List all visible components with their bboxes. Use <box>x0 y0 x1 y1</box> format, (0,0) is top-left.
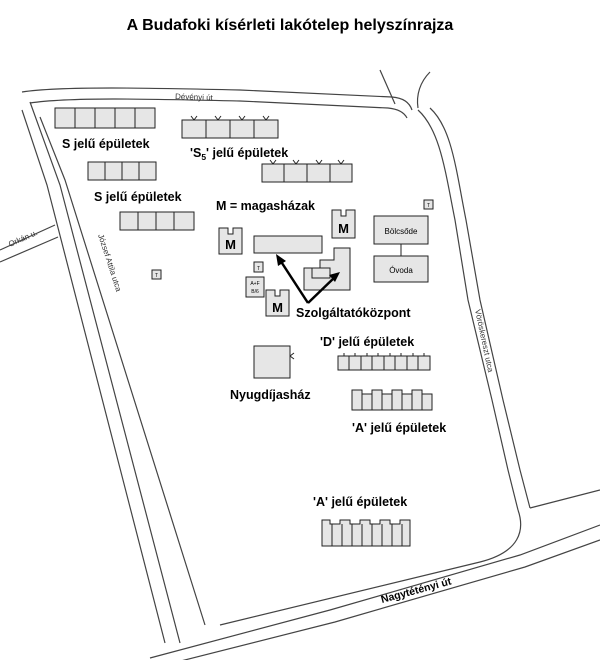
nagyteteny-inner-curve <box>219 509 522 626</box>
svg-text:M: M <box>338 221 349 236</box>
small-building-2 <box>245 276 265 298</box>
nyugdijas-building <box>253 345 291 379</box>
svg-text:B/6: B/6 <box>251 289 259 295</box>
street-devenyi: Dévényi út <box>175 92 214 102</box>
s-building-row-3 <box>119 211 195 231</box>
szolgaltato-bar-building <box>253 235 323 254</box>
label-a-buildings-bottom: 'A' jelű épületek <box>313 495 407 509</box>
roads <box>0 69 600 660</box>
voroskereszt-outer <box>417 109 519 511</box>
nagyteteny-outer-a <box>149 524 600 659</box>
orkan-road-b <box>0 236 59 263</box>
ovoda-building: Óvoda <box>373 255 429 283</box>
a-buildings-bottom <box>321 519 411 547</box>
jozsef-attila-sidewalk <box>39 116 206 626</box>
t-marker-left <box>151 269 162 280</box>
center-buildings: M M M T A+F B/6 T <box>151 209 356 317</box>
label-nyugdijashaz: Nyugdíjasház <box>230 388 311 402</box>
jozsef-attila-outer <box>21 109 166 644</box>
small-building-1 <box>253 261 264 273</box>
m-building-2: M <box>331 209 356 239</box>
svg-text:A+F: A+F <box>250 281 259 287</box>
label-s-buildings-top: S jelű épületek <box>62 137 150 151</box>
map-title: A Budafoki kísérleti lakótelep helyszínr… <box>127 17 454 34</box>
jozsef-attila-inner <box>29 101 181 644</box>
s5-building-row-2 <box>261 159 353 183</box>
label-s-buildings-middle: S jelű épületek <box>94 190 182 204</box>
street-orkan: Orkán u. <box>7 228 39 249</box>
label-szolgaltatokozpont: Szolgáltatóközpont <box>296 306 411 320</box>
d-buildings <box>337 353 431 371</box>
street-jozsef-attila: József Attila utca <box>96 233 123 293</box>
svg-text:M: M <box>225 237 236 252</box>
devenyi-road-outer <box>21 87 413 111</box>
s5-building-row-1 <box>181 115 279 139</box>
road-stub-ne <box>416 71 431 109</box>
s-building-row-1 <box>54 107 156 129</box>
s-building-row-2 <box>87 161 157 181</box>
svg-text:Bölcsőde: Bölcsőde <box>385 227 418 236</box>
label-m-legend: M = magasházak <box>216 199 315 213</box>
road-stub-east <box>529 489 600 509</box>
street-voroskereszt: Vöröskereszt utca <box>473 309 495 374</box>
voroskereszt-inner <box>429 107 531 509</box>
s5-buildings <box>181 115 353 183</box>
m-building-3: M <box>265 289 290 317</box>
service-center-arrows <box>276 254 340 304</box>
svg-text:M: M <box>272 300 283 315</box>
m-building-1: M <box>218 227 243 255</box>
road-stub-north <box>379 69 396 105</box>
svg-text:T: T <box>257 266 260 272</box>
nagyteteny-outer-b <box>182 539 600 660</box>
a-buildings-middle <box>351 389 433 411</box>
t-marker-right <box>423 199 434 210</box>
label-d-buildings: 'D' jelű épületek <box>320 335 414 349</box>
label-s5-buildings: 'S5' jelű épületek <box>190 146 288 162</box>
svg-text:T: T <box>427 203 430 209</box>
label-a-buildings-middle: 'A' jelű épületek <box>352 421 446 435</box>
svg-text:Óvoda: Óvoda <box>389 266 413 275</box>
s-buildings <box>54 107 195 231</box>
svg-text:T: T <box>155 273 158 279</box>
devenyi-road-inner <box>29 98 408 119</box>
bolcsode-building: Bölcsőde <box>373 215 429 245</box>
orkan-road-a <box>0 224 56 251</box>
